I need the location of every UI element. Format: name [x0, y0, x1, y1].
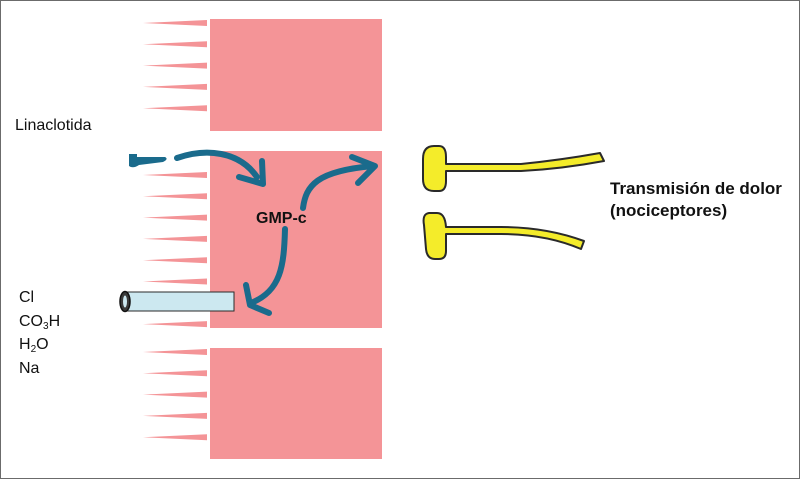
microvillus-2	[143, 214, 207, 221]
arrow-drug-to-gmp-icon	[174, 149, 260, 180]
arrow-gmp-to-channel-icon	[248, 226, 288, 306]
microvillus-0	[143, 20, 207, 26]
microvillus-4	[143, 257, 207, 264]
ion-label-cl: Cl	[19, 289, 35, 306]
drug-molecule-icon	[129, 154, 167, 168]
cell-body-bottom	[210, 348, 382, 459]
pain-transmission-label: Transmisión de dolor (nociceptores)	[610, 178, 782, 222]
microvilli-bottom	[143, 349, 207, 441]
microvillus-2	[143, 391, 207, 398]
microvilli-top	[143, 20, 207, 112]
arrow-drug-to-gmp-head-icon	[236, 158, 266, 187]
microvillus-3	[143, 235, 207, 242]
microvillus-1	[143, 193, 207, 200]
ion-label-co3h: CO3H	[19, 313, 61, 332]
epithelial-cell-top	[143, 19, 382, 131]
microvillus-2	[143, 62, 207, 69]
microvillus-3	[143, 412, 207, 419]
cell-body-top	[210, 19, 382, 131]
ion-label-h2o: H2O	[19, 336, 49, 355]
microvillus-4	[143, 434, 207, 441]
microvillus-1	[143, 370, 207, 377]
nociceptor-neuron-bottom-icon	[422, 212, 585, 260]
pain-label-line2: (nociceptores)	[610, 201, 728, 220]
microvillus-7	[143, 321, 207, 328]
microvillus-5	[143, 278, 207, 285]
pain-label-line1: Transmisión de dolor	[610, 179, 782, 198]
microvillus-0	[143, 172, 207, 178]
arrow-gmp-to-neuron-head-icon	[349, 154, 378, 186]
nociceptor-neuron-top-icon	[422, 145, 605, 192]
arrow-gmp-to-neuron-icon	[300, 163, 376, 211]
drug-label: Linaclotida	[15, 117, 92, 134]
microvillus-4	[143, 105, 207, 112]
arrow-gmp-to-channel-head-icon	[243, 282, 272, 316]
microvillus-3	[143, 83, 207, 90]
epithelial-cell-middle	[143, 151, 382, 328]
ion-label-na: Na	[19, 360, 40, 377]
messenger-label: GMP-c	[256, 210, 307, 227]
epithelial-cell-bottom	[143, 348, 382, 459]
microvillus-1	[143, 41, 207, 48]
ion-channel-icon	[119, 290, 235, 313]
microvillus-0	[143, 349, 207, 355]
cell-body-middle	[210, 151, 382, 328]
